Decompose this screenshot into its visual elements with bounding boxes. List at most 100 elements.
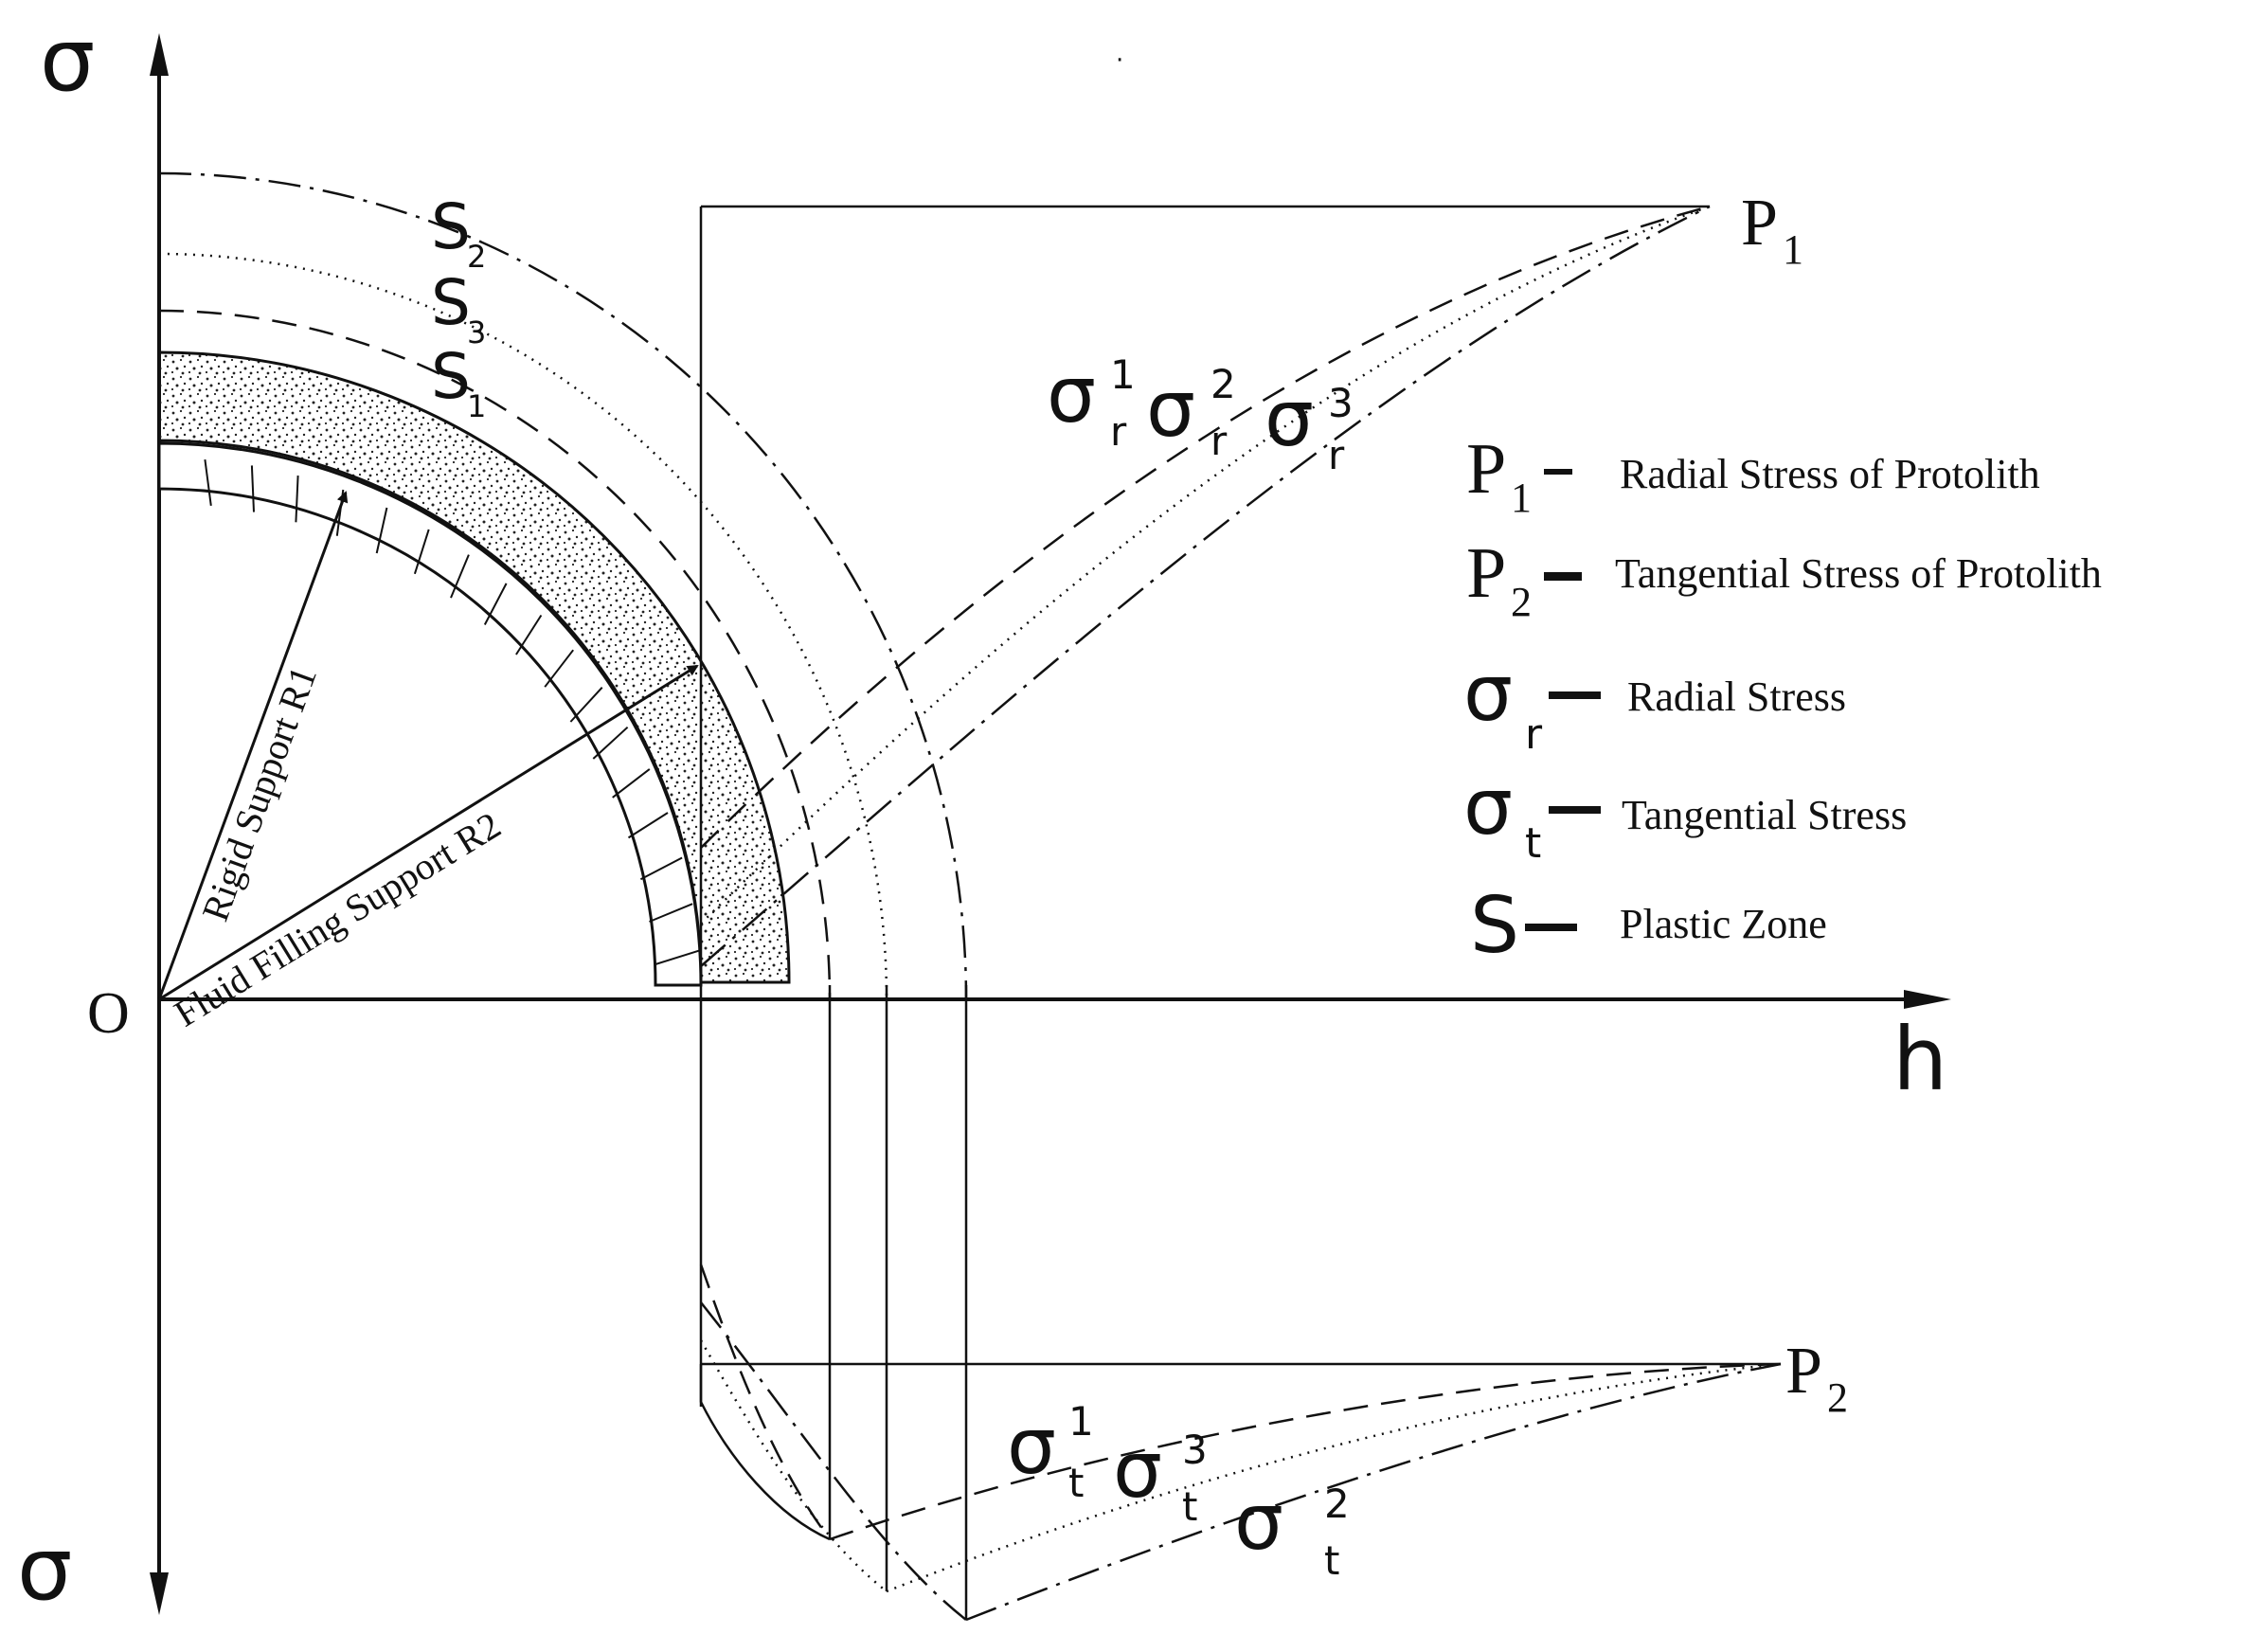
svg-text:r: r <box>1525 710 1543 759</box>
legend-dash <box>1525 924 1577 931</box>
svg-text:3: 3 <box>1328 380 1354 426</box>
svg-text:3: 3 <box>467 314 486 350</box>
s3-label: S 3 <box>431 266 486 350</box>
svg-text:σ: σ <box>1113 1426 1162 1516</box>
svg-text:σ: σ <box>1463 649 1513 739</box>
sigma-r2-label: σ 2 r <box>1146 361 1236 464</box>
fluid-filling-ring <box>157 350 791 984</box>
p2-label: P 2 <box>1785 1335 1848 1421</box>
svg-text:S: S <box>431 190 471 263</box>
svg-text:σ: σ <box>1463 763 1513 853</box>
r1-arrow <box>157 491 349 1000</box>
svg-text:S: S <box>431 266 471 339</box>
arrow-up-icon <box>150 33 169 76</box>
arrow-right-icon <box>1904 990 1951 1009</box>
sigma-t3-label: σ 3 t <box>1113 1426 1208 1530</box>
sigma-t3-plastic-curve <box>699 1339 888 1592</box>
hatch-line <box>627 812 669 839</box>
sigma-r3-label: σ 3 r <box>1264 374 1354 478</box>
sigma-t2-label: σ 2 t <box>1234 1478 1350 1584</box>
svg-text:P: P <box>1466 533 1506 613</box>
x-axis-label: h <box>1892 1009 1947 1110</box>
legend-dash <box>1544 469 1572 475</box>
radial-stress-curves <box>700 205 1711 967</box>
hatch-line <box>450 554 470 599</box>
sigma-t2-curve <box>965 1362 1782 1622</box>
p1-label: P 1 <box>1741 187 1803 273</box>
tangential-stress-curves <box>699 1264 1782 1622</box>
svg-text:S: S <box>431 340 471 413</box>
legend-dash <box>1544 572 1582 581</box>
sigma-t1-plastic-curve <box>699 1264 832 1540</box>
svg-text:P: P <box>1785 1335 1822 1408</box>
sigma-r1-label: σ 1 r <box>1047 350 1136 455</box>
plastic-zone-arcs <box>158 171 968 1000</box>
svg-text:σ: σ <box>1047 350 1096 440</box>
hatch-line <box>544 649 574 688</box>
svg-text:r: r <box>1110 408 1127 455</box>
svg-text:P: P <box>1741 187 1778 260</box>
svg-text:2: 2 <box>1511 579 1532 625</box>
svg-text:r: r <box>1211 418 1228 464</box>
r2-arrow <box>158 664 699 1001</box>
elastic-tangential-curve <box>699 1364 831 1541</box>
svg-text:σ: σ <box>1264 374 1314 464</box>
rigid-ring-hatching <box>204 458 699 966</box>
s2-arc <box>158 171 968 1000</box>
svg-text:P: P <box>1466 429 1506 509</box>
hatch-line <box>612 768 651 799</box>
hatch-line <box>375 507 388 554</box>
legend-item-p1: P 1 Radial Stress of Protolith <box>1466 429 2040 521</box>
s1-label: S 1 <box>431 340 486 424</box>
hatch-line <box>413 529 430 575</box>
hatch-line <box>295 476 299 523</box>
y-axis-label-bottom: σ <box>17 1518 72 1620</box>
svg-text:t: t <box>1324 1537 1339 1584</box>
axes <box>150 33 1951 1615</box>
hatch-line <box>483 583 508 625</box>
arrow-down-icon <box>150 1572 169 1615</box>
sigma-t2-plastic-curve <box>700 1302 967 1621</box>
hatch-line <box>515 614 543 655</box>
svg-text:1: 1 <box>1783 226 1803 273</box>
rigid-support-label: Rigid Support R1 <box>193 660 325 926</box>
svg-text:2: 2 <box>1211 361 1236 407</box>
svg-text:1: 1 <box>1068 1398 1094 1445</box>
stray-mark: · <box>1116 46 1123 75</box>
svg-text:3: 3 <box>1182 1427 1208 1473</box>
hatch-line <box>649 903 693 923</box>
svg-text:t: t <box>1182 1483 1197 1530</box>
hatch-line <box>654 949 699 966</box>
legend-item-p2: P 2 Tangential Stress of Protolith <box>1466 533 2102 625</box>
svg-text:S: S <box>1470 881 1519 971</box>
s1-arc <box>158 309 832 1000</box>
svg-text:Tangential Stress of Protolith: Tangential Stress of Protolith <box>1615 550 2102 597</box>
sigma-r1-curve <box>700 205 1711 849</box>
hatch-line <box>592 726 629 760</box>
legend-item-sigma-r: σ r Radial Stress <box>1463 649 1846 759</box>
svg-text:2: 2 <box>1827 1374 1848 1421</box>
origin-label: O <box>87 981 130 1046</box>
sigma-r3-curve <box>700 205 1711 967</box>
hatch-line <box>204 458 212 507</box>
legend-dash <box>1549 691 1601 699</box>
svg-text:Radial Stress of Protolith: Radial Stress of Protolith <box>1620 451 2040 497</box>
hatch-line <box>639 856 683 881</box>
legend-item-s: S Plastic Zone <box>1470 881 1827 971</box>
svg-text:2: 2 <box>467 239 486 275</box>
legend-dash <box>1549 806 1601 814</box>
svg-text:t: t <box>1068 1460 1084 1506</box>
svg-text:Plastic Zone: Plastic Zone <box>1620 901 1827 947</box>
legend: P 1 Radial Stress of Protolith P 2 Tange… <box>1463 429 2102 971</box>
svg-text:Tangential Stress: Tangential Stress <box>1622 792 1907 838</box>
svg-text:2: 2 <box>1324 1481 1350 1527</box>
hatch-line <box>250 465 255 512</box>
sigma-t1-curve <box>829 1362 1782 1541</box>
svg-text:1: 1 <box>467 388 486 424</box>
guide-lines <box>699 205 1781 1620</box>
svg-text:1: 1 <box>1511 475 1532 521</box>
sigma-r2-curve <box>700 205 1711 925</box>
svg-text:σ: σ <box>1234 1478 1283 1568</box>
svg-text:σ: σ <box>1007 1402 1056 1492</box>
